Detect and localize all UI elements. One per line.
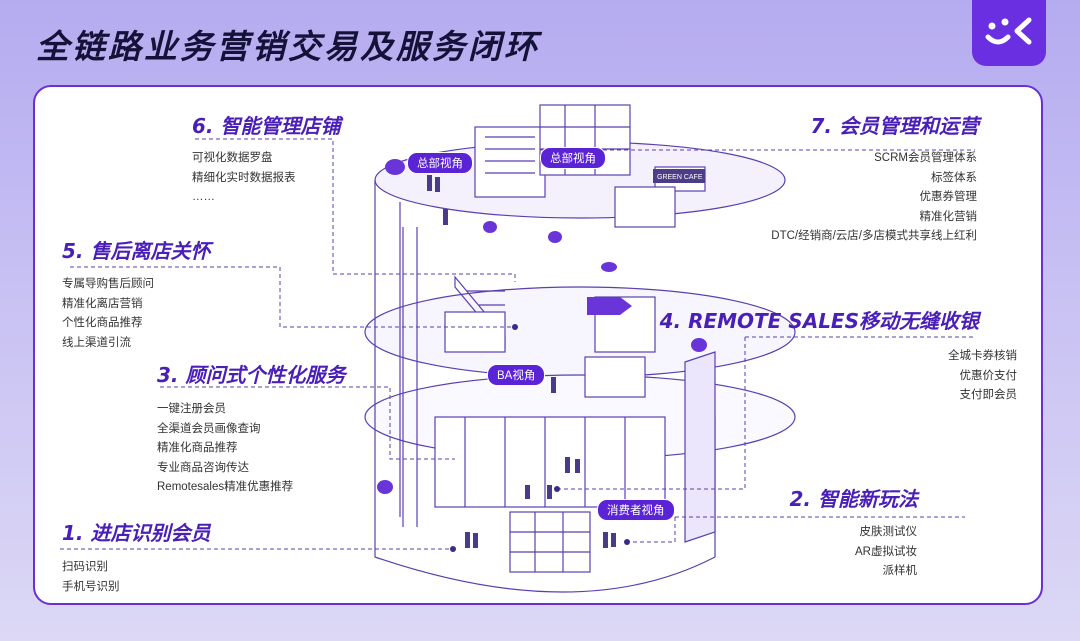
section-4-title: 4. REMOTE SALES移动无缝收银 — [659, 309, 979, 333]
page-title: 全链路业务营销交易及服务闭环 — [36, 27, 540, 66]
list-item: 精细化实时数据报表 — [192, 171, 296, 184]
section-1-title: 1. 进店识别会员 — [62, 521, 211, 545]
list-item: 优惠券管理 — [919, 191, 978, 203]
section-5-title: 5. 售后离店关怀 — [62, 239, 211, 263]
list-item: 标签体系 — [931, 171, 977, 184]
smile-logo-icon — [985, 17, 1032, 45]
list-item: 支付即会员 — [959, 389, 1018, 401]
list-item: 派样机 — [882, 565, 918, 577]
section-2-title: 2. 智能新玩法 — [789, 487, 918, 511]
list-item: AR虚拟试妆 — [855, 545, 917, 558]
list-item: 手机号识别 — [62, 580, 120, 593]
section-7-title: 7. 会员管理和运营 — [810, 114, 979, 138]
list-item: 皮肤测试仪 — [859, 526, 918, 538]
list-item: DTC/经销商/云店/多店模式共享线上红利 — [771, 230, 977, 242]
section-7-list: SCRM会员管理体系 标签体系 优惠券管理 精准化营销 DTC/经销商/云店/多… — [771, 149, 977, 247]
list-item: 可视化数据罗盘 — [192, 152, 273, 164]
list-item: 精准化商品推荐 — [157, 442, 238, 454]
list-item: 优惠价支付 — [959, 369, 1018, 382]
cafe-sign: GREEN CAFE — [657, 174, 703, 181]
list-item: 全渠道会员画像查询 — [157, 422, 261, 435]
brand-logo — [972, 0, 1046, 66]
ba-view-tag: BA视角 — [487, 364, 546, 386]
content-card: GREEN CAFE — [33, 85, 1043, 605]
section-2-list: 皮肤测试仪 AR虚拟试妆 派样机 — [855, 523, 917, 582]
list-item: 个性化商品推荐 — [62, 317, 143, 329]
list-item: 精准化营销 — [919, 210, 978, 223]
list-item: 全城卡券核销 — [948, 350, 1017, 362]
section-1-list: 扫码识别 手机号识别 — [62, 558, 120, 597]
section-5-list: 专属导购售后顾问 精准化离店营销 个性化商品推荐 线上渠道引流 — [62, 275, 154, 353]
list-item: Remotesales精准优惠推荐 — [157, 481, 294, 493]
list-item: SCRM会员管理体系 — [874, 152, 977, 164]
list-item: 一键注册会员 — [157, 403, 226, 415]
section-3-title: 3. 顾问式个性化服务 — [157, 363, 346, 387]
list-item: 专属导购售后顾问 — [62, 278, 154, 290]
section-6-title: 6. 智能管理店铺 — [192, 114, 341, 138]
list-item: 专业商品咨询传达 — [157, 461, 249, 474]
section-4-list: 全城卡券核销 优惠价支付 支付即会员 — [948, 347, 1017, 406]
section-6-list: 可视化数据罗盘 精细化实时数据报表 …… — [192, 149, 296, 208]
list-item: 线上渠道引流 — [62, 336, 131, 349]
section-3-list: 一键注册会员 全渠道会员画像查询 精准化商品推荐 专业商品咨询传达 Remote… — [157, 400, 293, 498]
store-building-illustration: GREEN CAFE — [60, 104, 975, 593]
hq-view-tag: 总部视角 — [407, 152, 473, 174]
consumer-view-tag: 消费者视角 — [597, 499, 675, 521]
hq-view-tag-2: 总部视角 — [540, 147, 606, 169]
list-item: 扫码识别 — [62, 561, 108, 573]
list-item: 精准化离店营销 — [62, 297, 143, 310]
list-item: …… — [192, 191, 215, 203]
